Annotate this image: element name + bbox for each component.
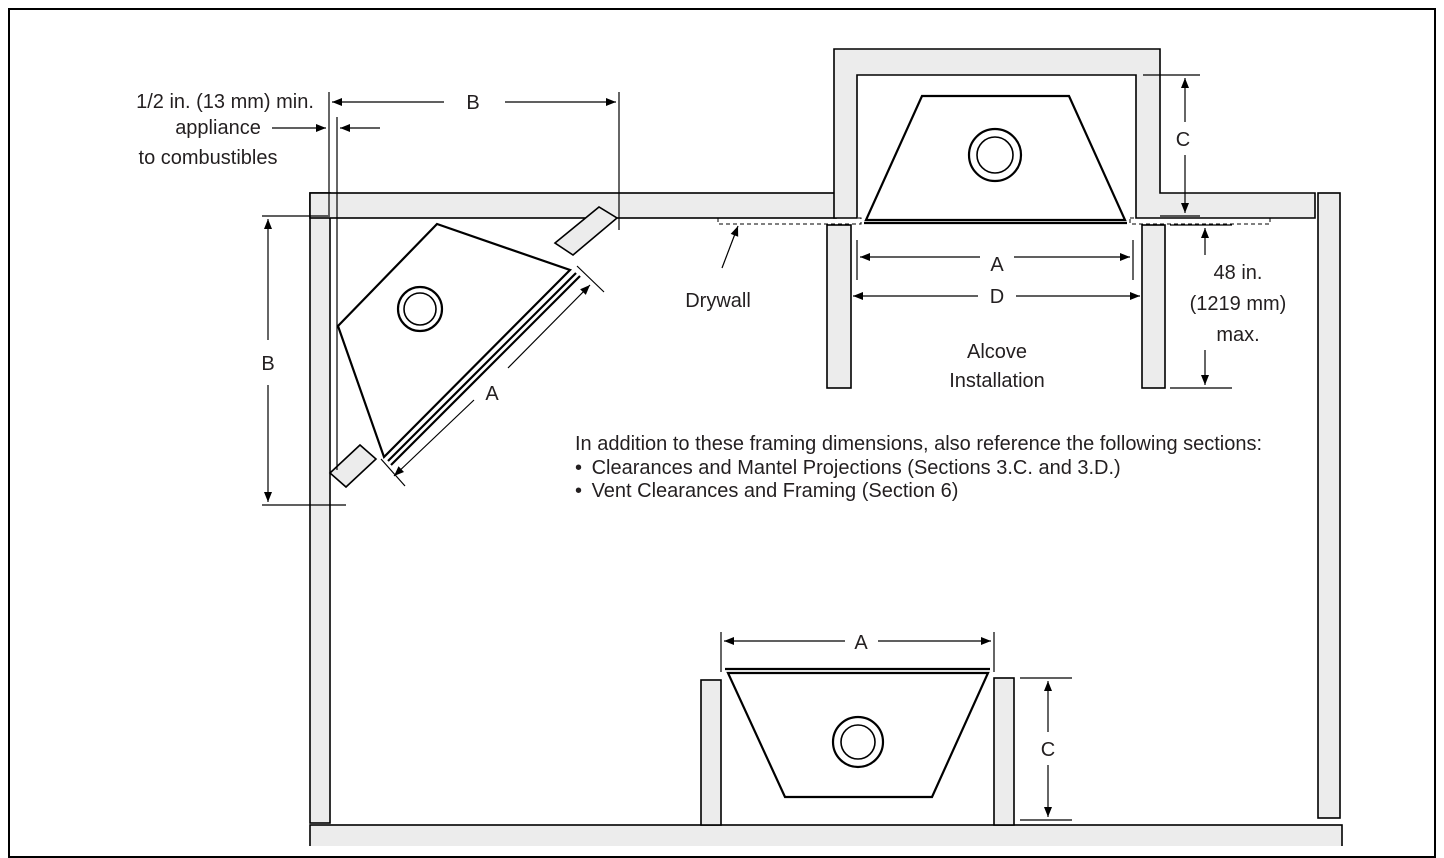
clearance-label-line1: 1/2 in. (13 mm) min.: [136, 91, 314, 113]
alcove-label-line2: Installation: [949, 370, 1045, 392]
alcove-post-right: [1141, 224, 1166, 389]
bottom-vent-inner: [840, 724, 876, 760]
corner-vent-inner: [403, 292, 437, 326]
note-item: Clearances and Mantel Projections (Secti…: [575, 457, 1295, 481]
dim-b-left-label: B: [261, 353, 274, 375]
labels: 1/2 in. (13 mm) min. appliance to combus…: [136, 91, 1286, 761]
left-wall: [309, 192, 331, 824]
dim-c-alcove-label: C: [1176, 129, 1190, 151]
corner-fireplace: [336, 222, 573, 460]
corner-stud-bottom: [328, 443, 378, 489]
drywall-leader: [721, 225, 739, 269]
bottom-post-left: [700, 679, 722, 826]
clearance-label-line2: appliance: [175, 117, 261, 139]
dim-b-top-label: B: [466, 92, 479, 114]
dim-a-corner-lower: [393, 399, 475, 477]
drywall-strips: [717, 217, 1271, 225]
dim-a-bottom-label: A: [854, 632, 868, 654]
fireplace-units: [336, 94, 1127, 799]
top-wall-left: [309, 192, 837, 219]
dim-c-bottom-label: C: [1041, 739, 1055, 761]
dimension-lines: [264, 78, 1209, 817]
max-label-line1: 48 in.: [1214, 262, 1263, 284]
max-label-line2: (1219 mm): [1190, 293, 1287, 315]
alcove-label-line1: Alcove: [967, 341, 1027, 363]
drywall-label: Drywall: [685, 290, 751, 312]
clearance-label-line3: to combustibles: [139, 147, 278, 169]
bottom-wall: [309, 824, 1343, 846]
max-label-line3: max.: [1216, 324, 1259, 346]
reference-note: In addition to these framing dimensions,…: [575, 433, 1295, 504]
leader-arrows: [272, 124, 739, 269]
dim-a-corner-label: A: [485, 383, 499, 405]
alcove-post-left: [826, 224, 852, 389]
dim-a-corner-upper: [507, 284, 591, 369]
right-wall: [1317, 192, 1341, 819]
dim-d-label: D: [990, 286, 1004, 308]
walls: [309, 48, 1343, 846]
extension-lines: [262, 74, 1232, 821]
note-list: Clearances and Mantel Projections (Secti…: [575, 457, 1295, 504]
bottom-post-right: [993, 677, 1015, 826]
note-item: Vent Clearances and Framing (Section 6): [575, 480, 1295, 504]
dim-a-alcove-label: A: [990, 254, 1004, 276]
corner-stud-top: [553, 206, 619, 256]
note-intro: In addition to these framing dimensions,…: [575, 433, 1263, 455]
alcove-vent-inner: [976, 136, 1014, 174]
